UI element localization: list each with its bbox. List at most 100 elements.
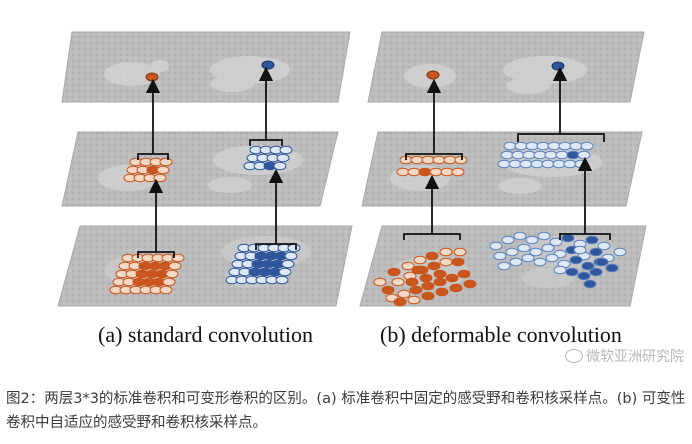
sampling-point xyxy=(281,259,295,269)
bracket xyxy=(405,150,463,160)
bracket xyxy=(255,240,297,250)
sampling-point xyxy=(597,241,611,251)
sampling-point xyxy=(525,235,539,245)
sampling-point xyxy=(595,257,609,267)
sampling-point xyxy=(413,255,427,265)
sampling-point xyxy=(530,159,544,169)
sampling-grid-blue xyxy=(243,145,293,171)
sampling-point xyxy=(407,295,421,305)
sampling-point xyxy=(517,243,531,253)
sampling-point xyxy=(514,141,528,151)
bracket xyxy=(403,230,461,240)
sampling-point xyxy=(165,269,179,279)
sampling-point xyxy=(421,155,435,165)
sampling-point xyxy=(439,247,453,257)
panel-b-bottom-layer xyxy=(359,225,647,307)
panel-a-standard-convolution xyxy=(57,31,353,307)
sampling-point xyxy=(410,155,424,165)
sampling-point xyxy=(583,279,597,289)
sampling-point xyxy=(545,253,559,263)
sampling-grid-orange xyxy=(396,155,468,177)
sampling-point xyxy=(421,291,435,301)
sampling-point xyxy=(451,257,465,267)
sampling-point xyxy=(373,277,387,287)
panel-b-deformable-convolution xyxy=(359,31,647,307)
sampling-point xyxy=(569,255,583,265)
sampling-point xyxy=(275,275,289,285)
sampling-point xyxy=(405,277,419,287)
sampling-point xyxy=(421,281,435,291)
panel-b-caption: (b) deformable convolution xyxy=(380,322,622,347)
sampling-point xyxy=(589,267,603,277)
sampling-point xyxy=(387,267,401,277)
sampling-point xyxy=(440,167,454,177)
sampling-point xyxy=(409,285,423,295)
sampling-point xyxy=(445,273,459,283)
sampling-point xyxy=(453,247,467,257)
sampling-point xyxy=(529,247,543,257)
sampling-point xyxy=(573,245,587,255)
sampling-point xyxy=(589,247,603,257)
sampling-point xyxy=(454,155,468,165)
sampling-point xyxy=(162,277,176,287)
sampling-point xyxy=(555,150,569,160)
sampling-point xyxy=(511,150,525,160)
bracket xyxy=(559,230,611,240)
sampling-point xyxy=(569,141,583,151)
sampling-point xyxy=(449,283,463,293)
sampling-grid-orange xyxy=(109,253,185,295)
output-unit-blue xyxy=(551,61,565,71)
sampling-point xyxy=(396,167,410,177)
sampling-point xyxy=(566,150,580,160)
sampling-grid-blue xyxy=(497,141,594,169)
sampling-point xyxy=(159,285,173,295)
sampling-point xyxy=(463,279,477,289)
sampling-point xyxy=(287,243,301,253)
sampling-point xyxy=(401,261,415,271)
sampling-point xyxy=(407,167,421,177)
sampling-point xyxy=(393,297,407,307)
sampling-point xyxy=(435,287,449,297)
figure-caption: 图2：两层3*3的标准卷积和可变形卷积的区别。(a) 标准卷积中固定的感受野和卷… xyxy=(6,391,686,431)
panel-b-arrows xyxy=(403,66,611,240)
output-unit-blue xyxy=(261,60,275,70)
sampling-point xyxy=(433,277,447,287)
watermark: 微软亚洲研究院 xyxy=(565,346,684,366)
sampling-cloud-blue xyxy=(489,231,627,289)
sampling-point xyxy=(427,261,441,271)
sampling-point xyxy=(497,261,511,271)
sampling-point xyxy=(533,257,547,267)
sampling-point xyxy=(541,159,555,169)
sampling-point xyxy=(432,155,446,165)
sampling-point xyxy=(580,141,594,151)
sampling-point xyxy=(553,265,567,275)
sampling-point xyxy=(419,273,433,283)
sampling-point xyxy=(537,231,551,241)
sampling-grid-blue xyxy=(225,243,301,285)
bracket xyxy=(249,136,283,146)
sampling-point xyxy=(381,285,395,295)
sampling-point xyxy=(503,141,517,151)
deformable-convolution-figure xyxy=(57,31,647,307)
panel-a-arrows xyxy=(137,66,297,258)
sampling-point xyxy=(284,251,298,261)
bracket xyxy=(137,150,169,160)
sampling-point xyxy=(563,159,577,169)
sampling-point xyxy=(561,233,575,243)
watermark-text: 微软亚洲研究院 xyxy=(586,349,684,365)
sampling-point xyxy=(525,141,539,151)
sampling-point xyxy=(273,161,287,171)
sampling-point xyxy=(497,159,511,169)
sampling-point xyxy=(541,243,555,253)
sampling-point xyxy=(276,153,290,163)
output-unit-orange xyxy=(145,72,159,82)
sampling-point xyxy=(279,145,293,155)
sampling-point xyxy=(521,253,535,263)
sampling-point xyxy=(457,269,471,279)
sampling-point xyxy=(443,155,457,165)
sampling-point xyxy=(558,141,572,151)
panel-a-bottom-layer xyxy=(57,225,353,307)
sampling-point xyxy=(536,141,550,151)
sampling-point xyxy=(577,271,591,281)
sampling-point xyxy=(418,167,432,177)
